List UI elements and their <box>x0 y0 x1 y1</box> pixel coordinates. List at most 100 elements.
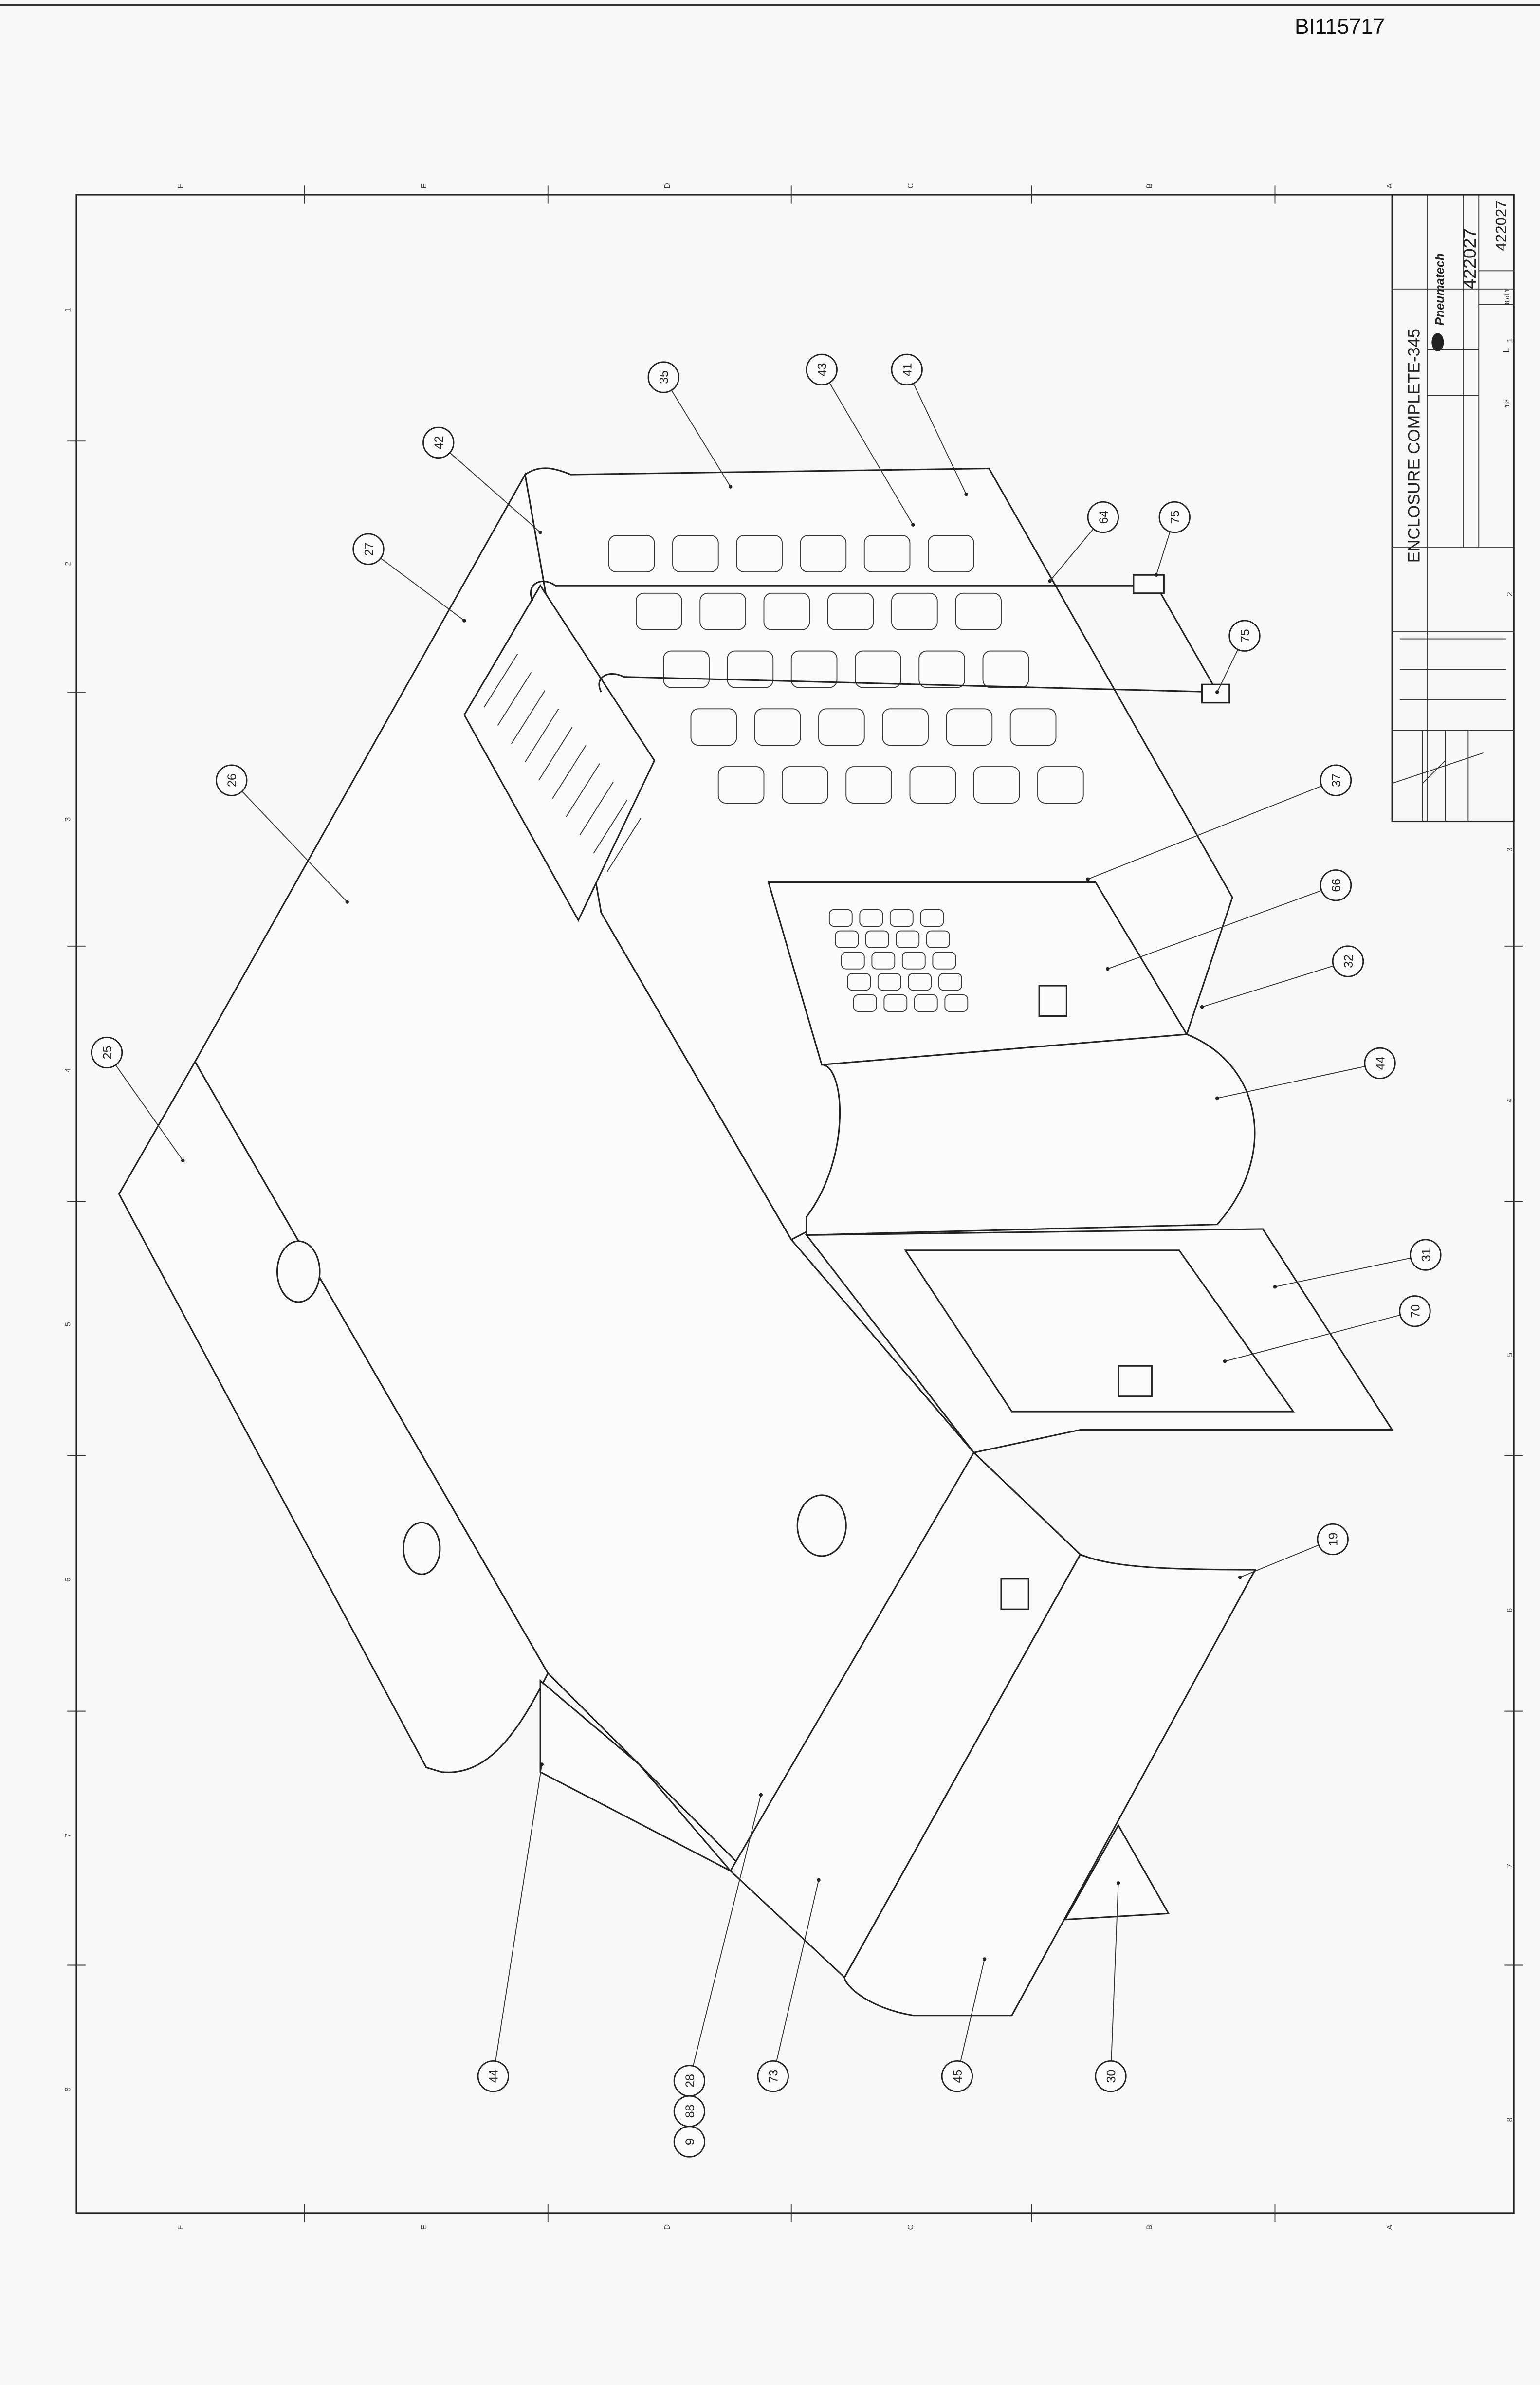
balloon-label: 70 <box>1409 1304 1422 1318</box>
brand-logo-text: Pneumatech <box>1433 253 1447 326</box>
leader-dot <box>964 492 968 496</box>
zone-marker-left: 6 <box>64 1578 73 1582</box>
balloon-label: 44 <box>1374 1056 1388 1070</box>
side-opening <box>796 1494 847 1557</box>
item-balloon: 27 <box>352 533 385 565</box>
leader-line <box>1110 1883 1119 2076</box>
leader-dot <box>538 531 542 534</box>
leader-dot <box>1215 1096 1219 1100</box>
leader-line <box>1217 1063 1380 1099</box>
balloon-label: 66 <box>1330 879 1343 892</box>
drawing-title: ENCLOSURE COMPLETE-345 <box>1405 329 1423 563</box>
zone-marker-right: 5 <box>1506 1353 1514 1357</box>
leader-dot <box>1155 573 1158 577</box>
item-balloon: 43 <box>806 353 838 386</box>
balloon-label: 88 <box>683 2105 697 2118</box>
roof-opening <box>403 1522 441 1575</box>
page-top-rule <box>0 4 1540 6</box>
item-balloon: 31 <box>1410 1239 1442 1271</box>
leader-dot <box>1106 967 1110 971</box>
balloon-label: 37 <box>1330 773 1343 787</box>
roof-opening <box>276 1240 321 1303</box>
leader-dot <box>462 619 466 623</box>
leader-dot <box>181 1158 185 1163</box>
sheet-size: L <box>1501 348 1511 353</box>
zone-marker-left: 1 <box>64 308 73 312</box>
corner-panel-45 <box>843 1553 1257 2017</box>
zone-marker-right: 8 <box>1506 2118 1514 2122</box>
balloon-label: 64 <box>1097 511 1111 524</box>
leader-dot <box>817 1878 821 1882</box>
leader-dot <box>1200 1005 1204 1009</box>
leader-line <box>1202 961 1348 1008</box>
leader-line <box>493 1764 543 2076</box>
zone-marker-right: 7 <box>1506 1864 1514 1868</box>
balloon-label: 44 <box>487 2070 501 2083</box>
leader-dot <box>1048 579 1052 583</box>
zone-marker-left: 3 <box>64 817 73 822</box>
handle-bracket <box>1201 683 1230 704</box>
leader-line <box>438 442 541 533</box>
zone-marker-top: E <box>420 183 428 188</box>
zone-marker-bottom: F <box>177 2225 185 2230</box>
corner-panel-44 <box>806 1033 1256 1236</box>
balloon-label: 28 <box>683 2074 697 2088</box>
zone-marker-top: A <box>1386 183 1394 189</box>
leader-dot <box>729 485 733 489</box>
zone-marker-bottom: E <box>420 2225 428 2230</box>
leader-dot <box>911 523 915 527</box>
grille-panel-43 <box>608 535 1084 804</box>
leader-line <box>1240 1539 1333 1578</box>
balloon-label: 43 <box>816 363 829 376</box>
balloon-label: 25 <box>101 1046 114 1060</box>
zone-marker-bottom: A <box>1386 2224 1394 2230</box>
leader-line <box>1087 780 1336 880</box>
balloon-label: 41 <box>901 363 915 376</box>
item-balloon: 41 <box>891 353 923 386</box>
vent-grid <box>828 909 969 1012</box>
drawing-number: 422027 <box>1459 228 1480 289</box>
zone-marker-bottom: D <box>663 2224 672 2230</box>
zone-marker-top: F <box>177 184 185 189</box>
balloon-label: 73 <box>767 2070 781 2083</box>
balloon-label: 19 <box>1327 1533 1340 1546</box>
item-balloon: 88 <box>673 2095 706 2128</box>
sheet-number: 8 of 1 <box>1504 289 1511 304</box>
item-balloon: 45 <box>941 2060 973 2092</box>
balloon-label: 45 <box>951 2070 965 2083</box>
balloon-label: 30 <box>1104 2070 1118 2083</box>
leader-dot <box>1273 1285 1277 1289</box>
item-balloon: 28 <box>673 2065 706 2097</box>
zone-marker-right: 4 <box>1506 1099 1514 1103</box>
balloon-label: 9 <box>683 2138 697 2145</box>
item-balloon: 19 <box>1317 1523 1349 1556</box>
item-balloon: 44 <box>477 2060 509 2092</box>
zone-marker-top: D <box>663 183 672 188</box>
balloon-label: 75 <box>1238 629 1252 642</box>
zone-ticks <box>67 185 1523 2222</box>
leader-dot <box>982 1957 987 1961</box>
item-balloon: 66 <box>1320 869 1352 901</box>
zone-marker-left: 5 <box>64 1322 73 1326</box>
leader-dot <box>1086 877 1090 881</box>
latch <box>1000 1578 1029 1610</box>
roof-vent-27 <box>463 584 656 922</box>
leader-line <box>231 780 348 902</box>
item-balloon: 70 <box>1399 1295 1431 1327</box>
leader-line <box>368 549 465 621</box>
balloon-label: 35 <box>658 370 671 384</box>
leader-dot <box>1116 1881 1120 1885</box>
drawing-scale: 1:8 <box>1504 399 1511 407</box>
leader-line <box>772 1880 819 2076</box>
item-balloon: 44 <box>1364 1047 1396 1080</box>
item-balloon: 75 <box>1228 620 1261 652</box>
lifting-handle-64 <box>530 580 1217 693</box>
door-panel-70 <box>904 1249 1295 1413</box>
zone-marker-top: B <box>1145 183 1154 188</box>
latch <box>1118 1365 1153 1397</box>
leader-dot <box>1215 690 1219 694</box>
zone-marker-top: C <box>907 183 915 188</box>
leader-line <box>1225 1310 1415 1362</box>
zone-marker-right: 2 <box>1506 592 1514 596</box>
